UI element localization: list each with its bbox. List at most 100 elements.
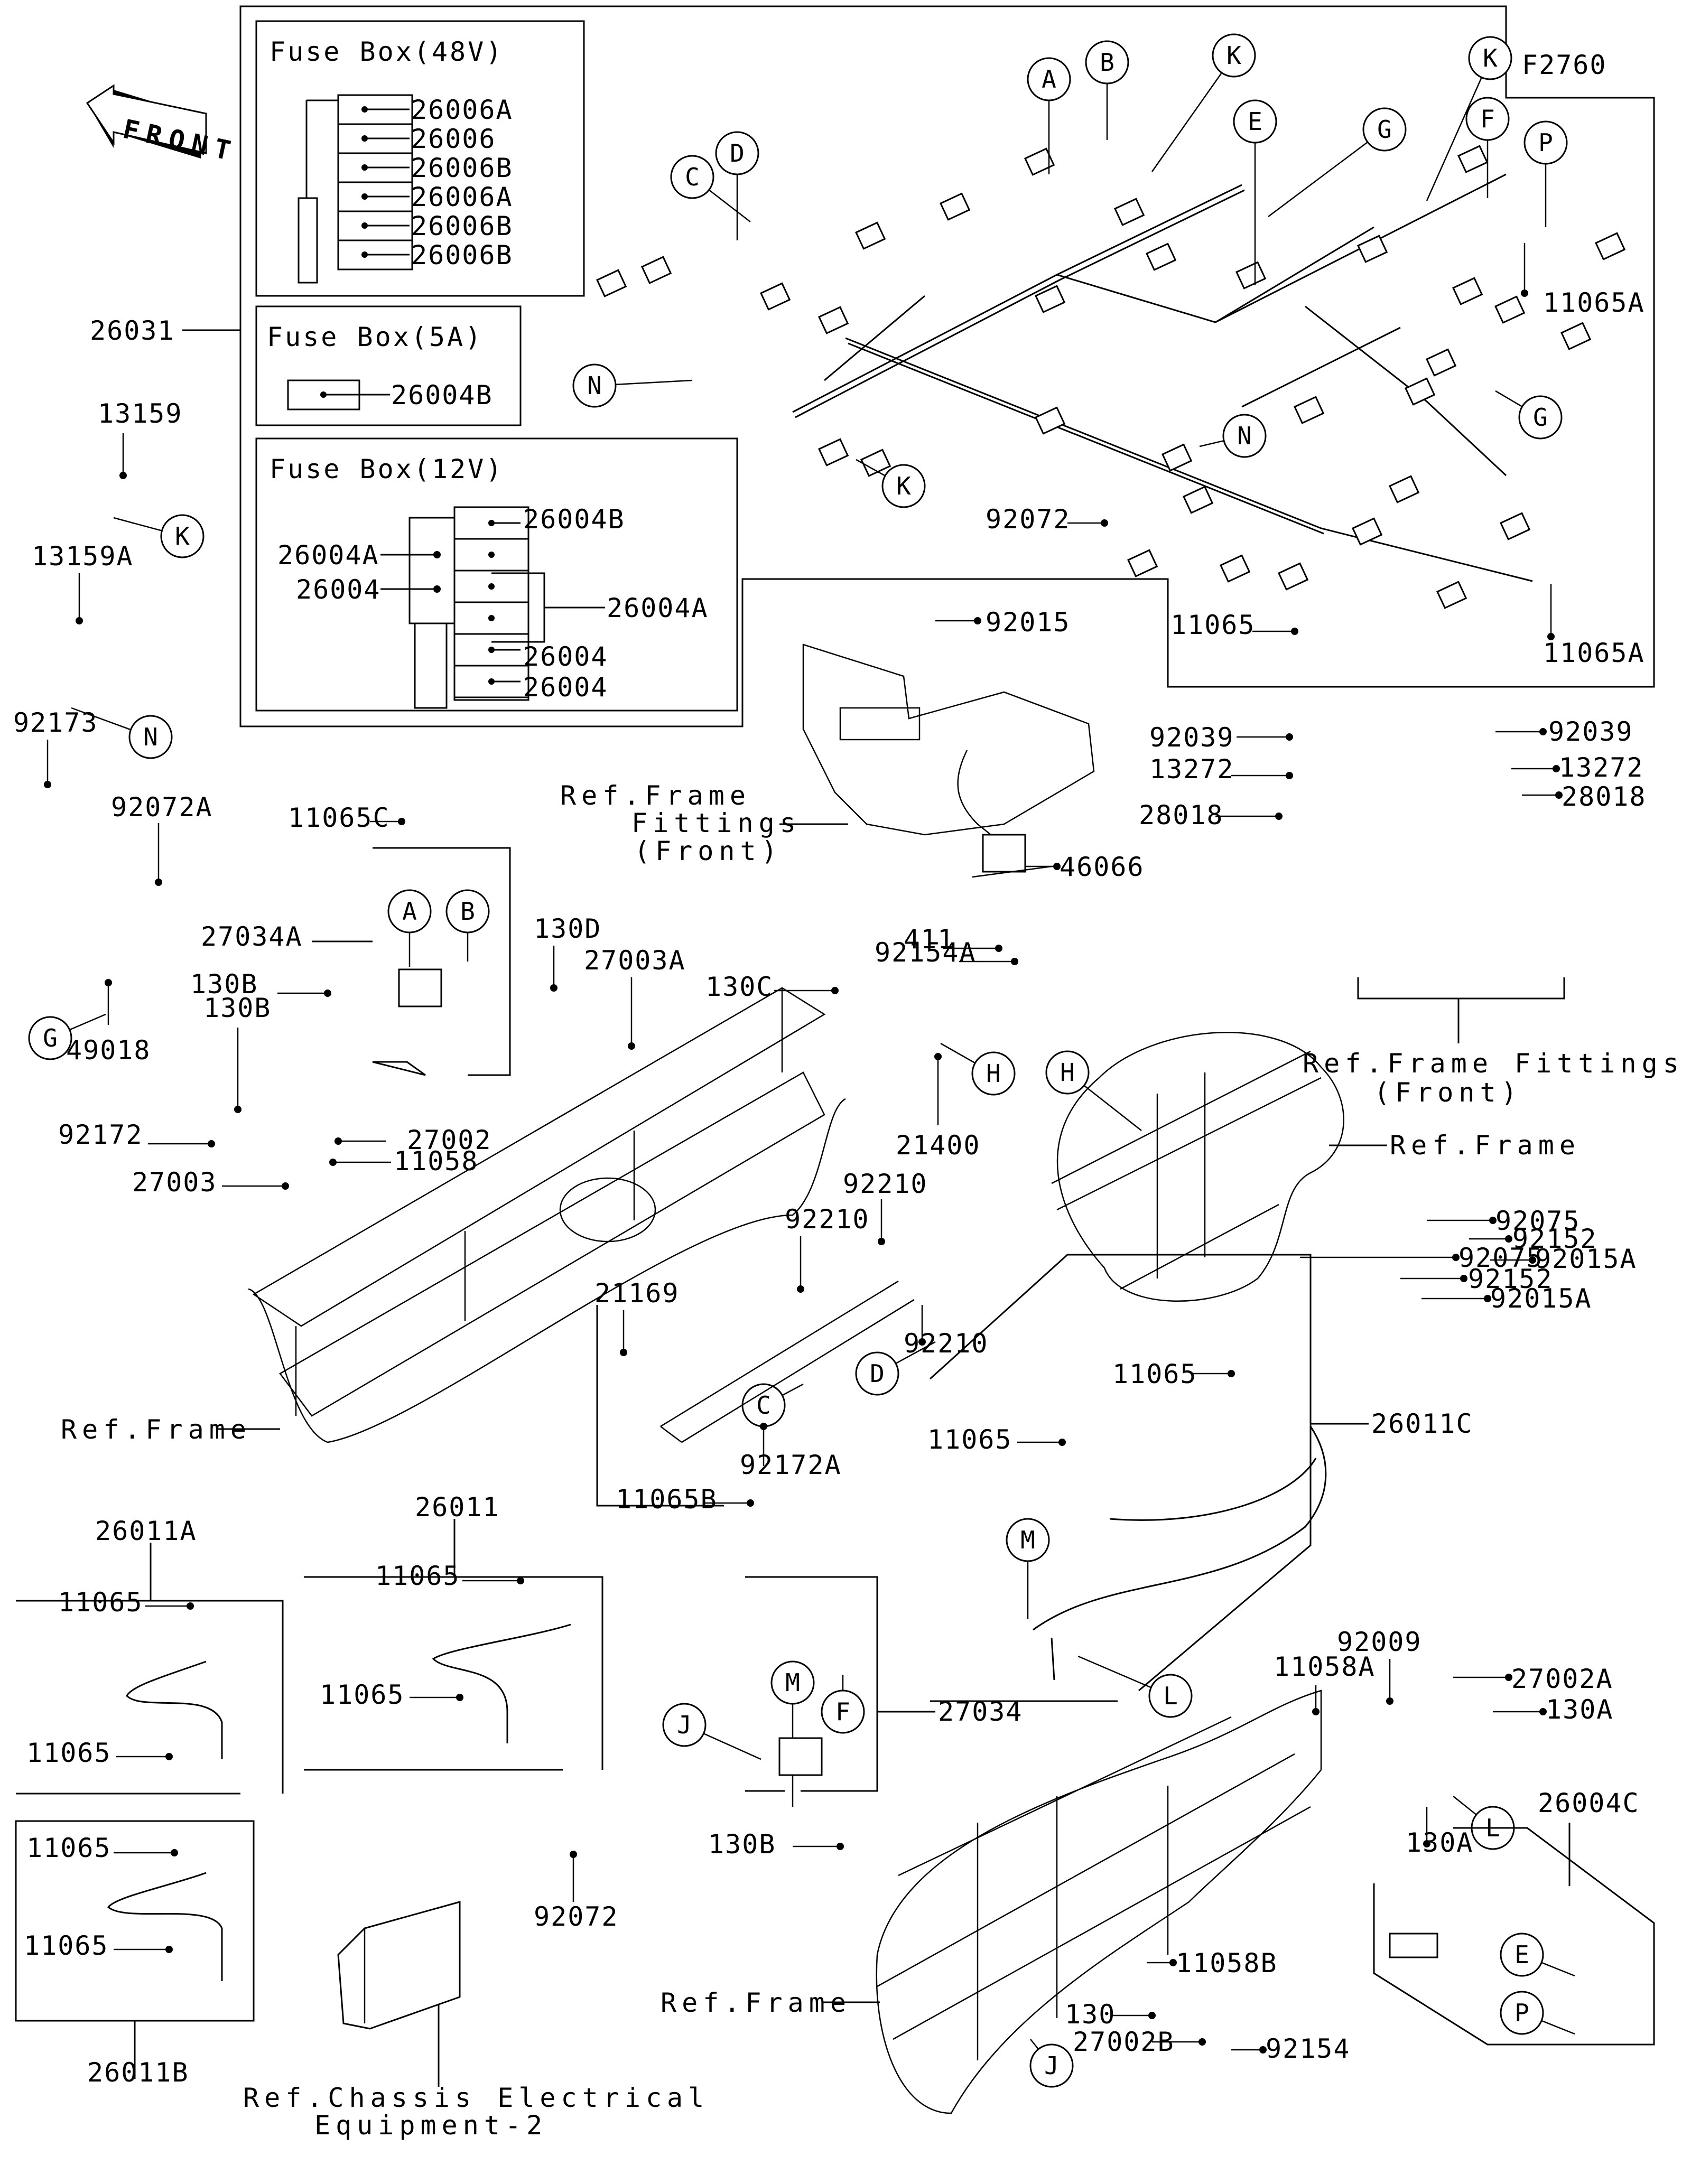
callout-p[interactable]: P <box>1523 120 1568 227</box>
part-label-27002B[interactable]: 27002B <box>1073 2027 1206 2057</box>
callout-b[interactable]: B <box>1085 40 1129 140</box>
part-label-26031[interactable]: 26031 <box>90 315 175 346</box>
callout-b[interactable]: B <box>445 889 490 962</box>
fuse-48v-item[interactable]: 26006B <box>411 211 513 241</box>
part-label-26011A[interactable]: 26011A <box>95 1516 197 1546</box>
part-label-130B[interactable]: 130B <box>708 1829 844 1860</box>
part-label-411[interactable]: 411 <box>904 924 1002 955</box>
part-label-11065[interactable]: 11065 <box>375 1561 524 1591</box>
fuse-48v-item[interactable]: 26006 <box>411 124 496 154</box>
fuse-12v-right-26004A[interactable]: 26004A <box>607 593 709 623</box>
callout-g[interactable]: G <box>1268 107 1407 217</box>
part-label-27003[interactable]: 27003 <box>132 1167 289 1198</box>
part-label-92075[interactable]: 92075 <box>1300 1243 1544 1273</box>
callout-m[interactable]: M <box>770 1660 815 1807</box>
callout-l[interactable]: L <box>1077 1655 1193 1718</box>
part-label-28018[interactable]: 28018 <box>1522 781 1647 812</box>
part-label-13272[interactable]: 13272 <box>1149 754 1293 785</box>
part-label-11065[interactable]: 11065 <box>1170 610 1298 640</box>
part-label-92072[interactable]: 92072 <box>534 1851 619 1932</box>
callout-n[interactable]: N <box>71 707 173 759</box>
fuse-48v-item[interactable]: 26006A <box>411 182 513 212</box>
part-label-26011B[interactable]: 26011B <box>87 2057 189 2088</box>
part-label-27034A[interactable]: 27034A <box>201 921 303 952</box>
part-label-92039[interactable]: 92039 <box>1495 716 1633 747</box>
part-label-11058[interactable]: 11058 <box>329 1146 479 1177</box>
part-label-11065C[interactable]: 11065C <box>288 802 405 833</box>
callout-h[interactable]: H <box>1045 1050 1142 1131</box>
callout-a[interactable]: A <box>387 889 432 967</box>
fuse-12v-right-26004B[interactable]: 26004B <box>523 504 625 535</box>
part-label-92154A[interactable]: 92154A <box>875 937 1018 968</box>
part-label-11065[interactable]: 11065 <box>320 1679 463 1710</box>
part-label-11065[interactable]: 11065 <box>927 1424 1066 1455</box>
part-label-11065[interactable]: 11065 <box>58 1587 194 1618</box>
part-label-92072A[interactable]: 92072A <box>111 792 213 886</box>
part-label-11058A[interactable]: 11058A <box>1274 1651 1376 1715</box>
callout-h[interactable]: H <box>940 1042 1016 1096</box>
callout-a[interactable]: A <box>1027 57 1071 174</box>
fuse-48v-item[interactable]: 26006B <box>411 153 513 183</box>
part-label-49018[interactable]: 49018 <box>66 979 151 1066</box>
part-label-130A[interactable]: 130A <box>1493 1694 1613 1725</box>
part-label-46066[interactable]: 46066 <box>1009 852 1145 882</box>
part-label-92172A[interactable]: 92172A <box>740 1423 842 1480</box>
callout-d[interactable]: D <box>855 1341 936 1396</box>
part-label-92152[interactable]: 92152 <box>1469 1224 1597 1254</box>
callout-k[interactable]: K <box>856 459 926 508</box>
part-label-28018[interactable]: 28018 <box>1139 800 1283 830</box>
callout-k[interactable]: K <box>1151 33 1256 172</box>
part-label-92152[interactable]: 92152 <box>1400 1264 1553 1294</box>
part-label-21169[interactable]: 21169 <box>594 1278 680 1356</box>
part-label-13159[interactable]: 13159 <box>98 398 183 479</box>
part-label-11065[interactable]: 11065 <box>26 1833 178 1863</box>
part-label-92039[interactable]: 92039 <box>1149 722 1293 753</box>
part-label-130B[interactable]: 130B <box>203 993 271 1113</box>
callout-f[interactable]: F <box>1465 97 1510 198</box>
part-label-11058B[interactable]: 11058B <box>1147 1948 1278 1978</box>
part-label-92173[interactable]: 92173 <box>13 707 98 788</box>
part-label-11065A[interactable]: 11065A <box>1521 243 1645 318</box>
callout-c[interactable]: C <box>670 155 751 222</box>
part-label-130[interactable]: 130 <box>1065 1999 1156 2030</box>
part-label-92172[interactable]: 92172 <box>58 1119 215 1150</box>
fuse-12v-right-26004-2[interactable]: 26004 <box>523 672 608 703</box>
part-label-11065[interactable]: 11065 <box>26 1738 173 1768</box>
part-label-11065[interactable]: 11065 <box>24 1930 173 1961</box>
part-label-11065A[interactable]: 11065A <box>1543 584 1645 668</box>
part-label-92072[interactable]: 92072 <box>986 504 1108 535</box>
part-label-130D[interactable]: 130D <box>534 913 601 992</box>
part-label-27002[interactable]: 27002 <box>335 1125 492 1155</box>
part-label-130B[interactable]: 130B <box>190 969 331 1000</box>
callout-g[interactable]: G <box>28 1013 106 1060</box>
callout-d[interactable]: D <box>715 131 759 240</box>
part-label-92210[interactable]: 92210 <box>904 1305 989 1359</box>
callout-n[interactable]: N <box>572 363 693 408</box>
callout-p[interactable]: P <box>1500 1991 1575 2035</box>
fuse-48v-item[interactable]: 26006B <box>411 240 513 270</box>
part-label-21400[interactable]: 21400 <box>896 1053 981 1161</box>
callout-j[interactable]: J <box>662 1703 761 1760</box>
part-label-92009[interactable]: 92009 <box>1337 1627 1422 1705</box>
fuse-12v-left-26004A[interactable]: 26004A <box>277 540 379 571</box>
fuse-5a-item-26004B[interactable]: 26004B <box>391 380 493 410</box>
part-label-11065[interactable]: 11065 <box>1112 1359 1235 1389</box>
part-label-92210[interactable]: 92210 <box>843 1169 928 1245</box>
part-label-92015A[interactable]: 92015A <box>1490 1244 1637 1274</box>
part-label-130A[interactable]: 130A <box>1406 1807 1473 1858</box>
part-label-130C[interactable]: 130C <box>705 972 839 1002</box>
callout-j[interactable]: J <box>1029 2039 1074 2088</box>
callout-e[interactable]: E <box>1500 1933 1575 1977</box>
part-label-27003A[interactable]: 27003A <box>584 945 686 1050</box>
part-label-26011[interactable]: 26011 <box>415 1492 500 1523</box>
part-label-92015A[interactable]: 92015A <box>1421 1283 1592 1314</box>
fuse-48v-item[interactable]: 26006A <box>411 95 513 125</box>
part-label-92075[interactable]: 92075 <box>1427 1206 1581 1236</box>
fuse-12v-left-26004[interactable]: 26004 <box>296 574 381 605</box>
fuse-12v-right-26004-1[interactable]: 26004 <box>523 641 608 672</box>
part-label-26011C[interactable]: 26011C <box>1371 1408 1473 1439</box>
callout-g[interactable]: G <box>1495 390 1563 440</box>
part-label-92210[interactable]: 92210 <box>785 1204 870 1293</box>
part-label-11065B[interactable]: 11065B <box>616 1484 754 1515</box>
callout-k[interactable]: K <box>113 514 205 558</box>
